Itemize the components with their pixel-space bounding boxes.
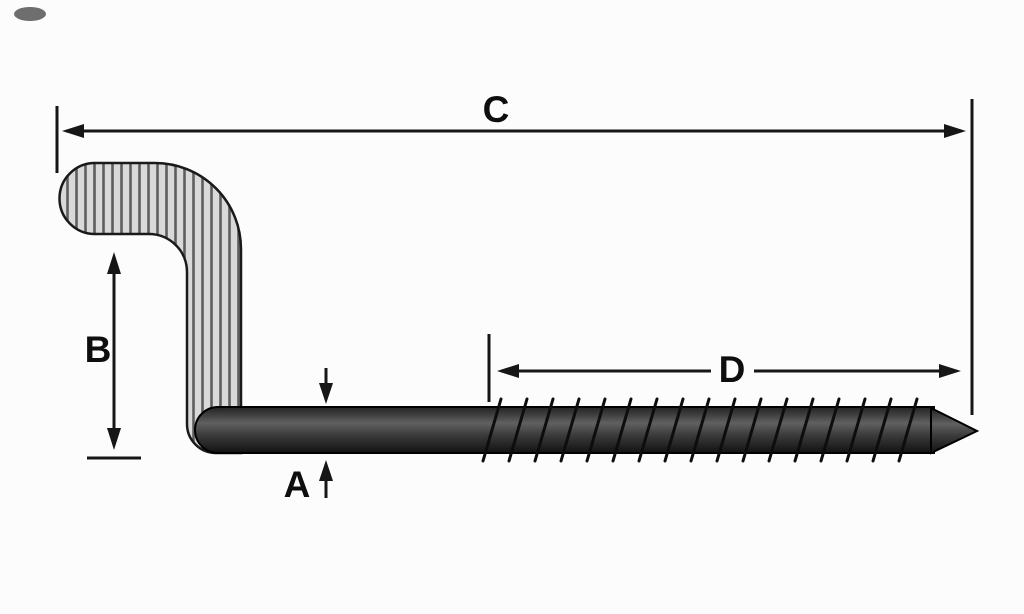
dimension-d-right-arrowhead-icon (939, 364, 961, 378)
dimension-a-upper-arrowhead-icon (319, 383, 333, 404)
scan-smudge (14, 7, 46, 21)
dimension-label-c: C (483, 89, 510, 130)
dimension-b: B (85, 252, 141, 460)
dimension-d: D (487, 334, 961, 402)
hook-arm (58, 161, 243, 455)
dimension-d-left-arrowhead-icon (497, 364, 519, 378)
dimension-b-top-arrowhead-icon (107, 252, 121, 274)
dimension-b-bottom-arrowhead-icon (107, 428, 121, 450)
dimension-d-label-background (711, 343, 754, 387)
dimension-c-left-arrowhead-icon (62, 124, 84, 138)
dimension-a-lower-arrowhead-icon (319, 460, 333, 481)
dimension-label-a: A (284, 464, 311, 505)
screw-tip (930, 406, 980, 455)
threads (481, 397, 919, 463)
dimension-label-b: B (85, 329, 112, 370)
screw-hook-shape (58, 161, 980, 463)
dimension-a: A (284, 368, 333, 505)
dimension-c: C (55, 89, 974, 415)
dimension-c-right-arrowhead-icon (944, 124, 966, 138)
dimension-label-d: D (719, 349, 746, 390)
